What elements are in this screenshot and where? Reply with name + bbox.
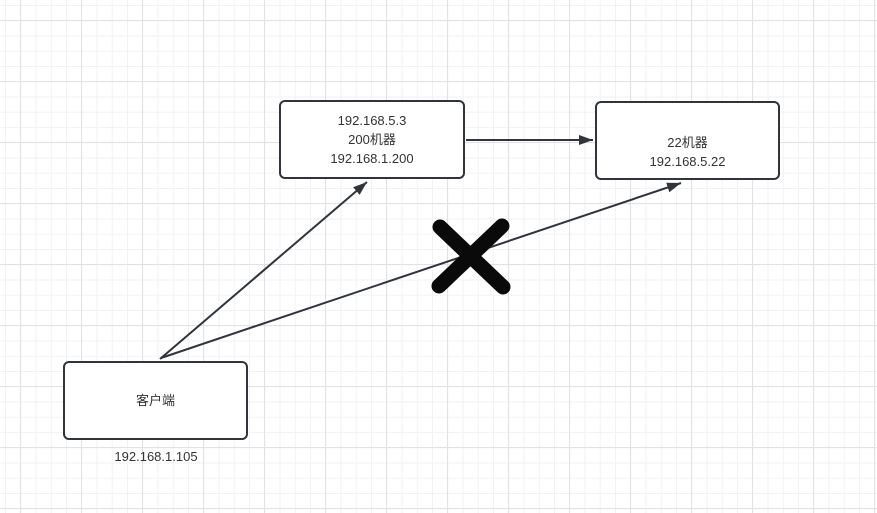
node-text-line: 192.168.5.22	[649, 153, 726, 169]
blocked-cross-icon[interactable]	[431, 218, 511, 295]
edge-client-to-200-arrow[interactable]	[159, 181, 368, 360]
node-text-line: 200机器	[348, 132, 396, 147]
node-200-machine[interactable]: 192.168.5.3 200机器 192.168.1.200	[279, 100, 465, 179]
node-text-line: 客户端	[135, 393, 175, 408]
client-ip-label: 192.168.1.105	[114, 449, 198, 464]
node-text-line: 22机器	[667, 134, 708, 150]
node-text-line: 192.168.5.3	[337, 113, 407, 128]
edge-client-to-22-arrow[interactable]	[160, 182, 682, 359]
node-22-machine[interactable]: 22机器 192.168.5.22	[595, 101, 780, 180]
node-client[interactable]: 客户端	[63, 361, 248, 440]
node-text-line: 192.168.1.200	[330, 151, 414, 166]
